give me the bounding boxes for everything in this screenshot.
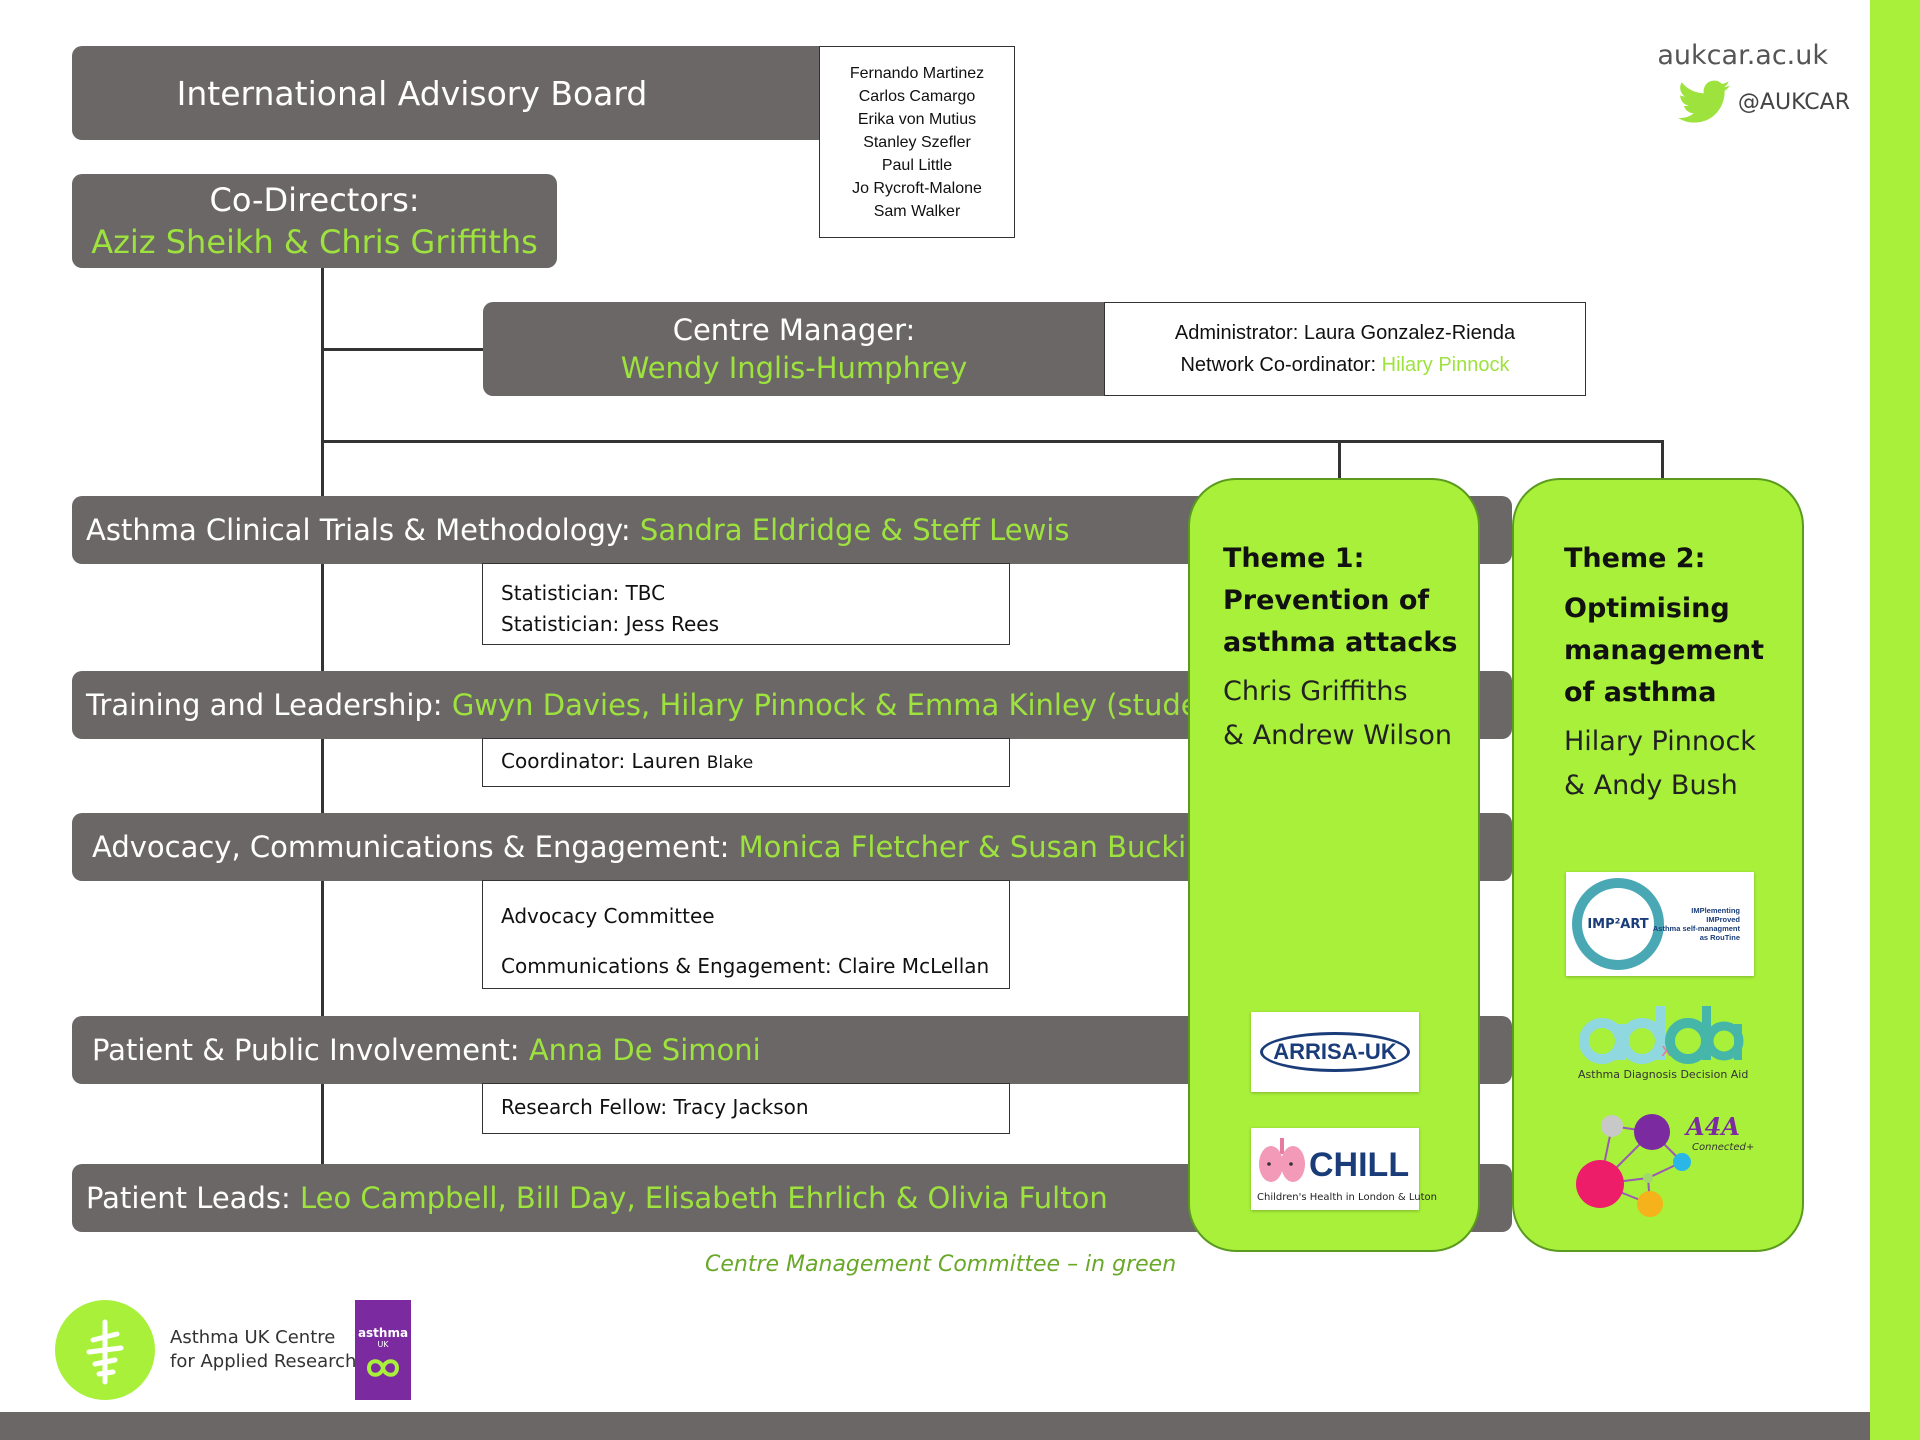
training-sub-label: Coordinator: Lauren — [501, 749, 707, 773]
aukcar-logo — [55, 1300, 155, 1400]
ppi-staff-box: Research Fellow: Tracy Jackson — [482, 1083, 1010, 1134]
arrisa-logo-text: ARRISA-UK — [1273, 1039, 1397, 1064]
theme2-title-line: management — [1564, 635, 1765, 666]
asthma-uk-logo: asthma UK — [355, 1300, 411, 1400]
codirectors-names: Aziz Sheikh & Chris Griffiths — [91, 223, 538, 261]
asthma-logo-text: asthma — [357, 1326, 409, 1340]
board-member: Stanley Szefler — [863, 133, 971, 151]
twitter-handle: @AUKCAR — [1737, 89, 1850, 115]
theme1-title-line: Prevention of — [1223, 585, 1430, 616]
impart-line: Asthma self-managment — [1652, 924, 1740, 933]
admin-name: Laura Gonzalez-Rienda — [1303, 322, 1516, 344]
patients-leads: Leo Campbell, Bill Day, Elisabeth Ehrlic… — [299, 1181, 1108, 1215]
svg-text:x: x — [1661, 1040, 1672, 1061]
tree-emblem-icon — [86, 1319, 124, 1385]
footer-bar — [0, 1412, 1870, 1440]
board-member: Paul Little — [881, 156, 953, 174]
manager-name: Wendy Inglis-Humphrey — [620, 351, 968, 385]
ppi-label: Patient & Public Involvement: — [92, 1033, 520, 1067]
knot-icon — [366, 1359, 400, 1377]
trials-leads: Sandra Eldridge & Steff Lewis — [639, 513, 1070, 547]
connector-theme2 — [1661, 440, 1664, 480]
patients-label: Patient Leads: — [86, 1181, 291, 1215]
a4a-logo: A4A Connected+ — [1576, 1108, 1756, 1218]
asthma-logo-sub: UK — [377, 1340, 389, 1349]
theme1-title-line: Theme 1: — [1223, 543, 1365, 574]
side-accent-strip — [1870, 0, 1920, 1440]
arrisa-uk-logo: ARRISA-UK — [1251, 1012, 1419, 1092]
board-member: Jo Rycroft-Malone — [852, 179, 982, 197]
training-staff-box: Coordinator: Lauren Blake — [482, 738, 1010, 787]
theme2-title-line: Theme 2: — [1564, 543, 1706, 574]
a4a-text: A4A — [1686, 1112, 1740, 1141]
lungs-icon — [1259, 1138, 1305, 1182]
board-member: Carlos Camargo — [858, 87, 976, 105]
theme1-lead-line: Chris Griffiths — [1223, 676, 1408, 707]
adda-subtext: Asthma Diagnosis Decision Aid — [1578, 1068, 1749, 1081]
chill-logo-text: CHILL — [1309, 1146, 1410, 1184]
training-sub-small: Blake — [706, 753, 754, 773]
impart-circle: IMP²ART — [1572, 878, 1664, 970]
theme1-card: Theme 1: Prevention of asthma attacks Ch… — [1188, 478, 1480, 1252]
impart-circle-text: IMP²ART — [1587, 916, 1649, 932]
connector-horizontal-themes — [321, 440, 1664, 443]
aukcar-name-line: for Applied Research — [170, 1351, 357, 1372]
connector-to-manager — [321, 348, 485, 351]
advocacy-sub-2: Communications & Engagement: Claire McLe… — [501, 954, 990, 978]
connector-theme1 — [1338, 440, 1341, 480]
aukcar-name: Asthma UK Centre for Applied Research — [170, 1326, 356, 1374]
manager-label: Centre Manager: — [672, 313, 916, 347]
theme1-lead-line: & Andrew Wilson — [1223, 720, 1452, 751]
impart-line: as RouTine — [1699, 933, 1740, 942]
adda-letters: x — [1579, 1006, 1744, 1064]
committee-note: Centre Management Committee – in green — [705, 1252, 1177, 1277]
trials-label: Asthma Clinical Trials & Methodology: — [86, 513, 631, 547]
adda-logo: x Asthma Diagnosis Decision Aid — [1578, 1004, 1749, 1086]
twitter-handle-row[interactable]: @AUKCAR — [1677, 80, 1850, 124]
centre-manager-box: Centre Manager: Wendy Inglis-Humphrey — [483, 302, 1105, 396]
training-leads: Gwyn Davies, Hilary Pinnock & Emma Kinle… — [451, 688, 1297, 722]
theme2-title-line: of asthma — [1564, 677, 1717, 708]
advocacy-sub-1: Advocacy Committee — [501, 904, 715, 928]
board-member: Erika von Mutius — [857, 110, 977, 128]
a4a-subtext: Connected+ — [1692, 1142, 1755, 1153]
twitter-bird-icon — [1677, 80, 1730, 123]
trials-sub-1: Statistician: TBC — [501, 581, 666, 605]
impart-line: IMProved — [1706, 915, 1740, 924]
theme1-title-line: asthma attacks — [1223, 627, 1458, 658]
ppi-sub-1: Research Fellow: Tracy Jackson — [501, 1095, 809, 1119]
codirectors-label: Co-Directors: — [209, 181, 420, 219]
board-member: Sam Walker — [873, 202, 961, 220]
chill-logo-subtext: Children's Health in London & Luton — [1257, 1192, 1437, 1203]
trials-sub-2: Statistician: Jess Rees — [501, 612, 720, 636]
manager-staff-box: Administrator: Laura Gonzalez-Rienda Net… — [1104, 302, 1586, 396]
advisory-board-members: Fernando Martinez Carlos Camargo Erika v… — [819, 46, 1015, 238]
network-label: Network Co-ordinator: — [1180, 354, 1377, 376]
admin-label: Administrator: — [1174, 322, 1299, 344]
ppi-leads: Anna De Simoni — [528, 1033, 761, 1067]
aukcar-name-line: Asthma UK Centre — [170, 1327, 336, 1348]
advocacy-label: Advocacy, Communications & Engagement: — [92, 830, 730, 864]
impart-line: IMPlementing — [1691, 906, 1740, 915]
impart-logo: IMP²ART IMPlementing IMProved Asthma sel… — [1566, 872, 1754, 976]
theme2-title-line: Optimising — [1564, 593, 1730, 624]
advisory-board-title: International Advisory Board — [176, 73, 648, 113]
network-name: Hilary Pinnock — [1381, 354, 1510, 376]
theme2-lead-line: Hilary Pinnock — [1564, 726, 1756, 757]
site-link[interactable]: aukcar.ac.uk — [1657, 40, 1828, 71]
chill-logo: CHILL Children's Health in London & Luto… — [1251, 1128, 1437, 1210]
a4a-network-graphic — [1576, 1114, 1691, 1217]
codirectors-box: Co-Directors: Aziz Sheikh & Chris Griffi… — [72, 174, 557, 268]
trials-staff-box: Statistician: TBC Statistician: Jess Ree… — [482, 563, 1010, 645]
advisory-board-bar: International Advisory Board — [72, 46, 832, 140]
board-member: Fernando Martinez — [849, 64, 985, 82]
theme2-lead-line: & Andy Bush — [1564, 770, 1738, 801]
advocacy-staff-box: Advocacy Committee Communications & Enga… — [482, 880, 1010, 989]
training-label: Training and Leadership: — [86, 688, 443, 722]
